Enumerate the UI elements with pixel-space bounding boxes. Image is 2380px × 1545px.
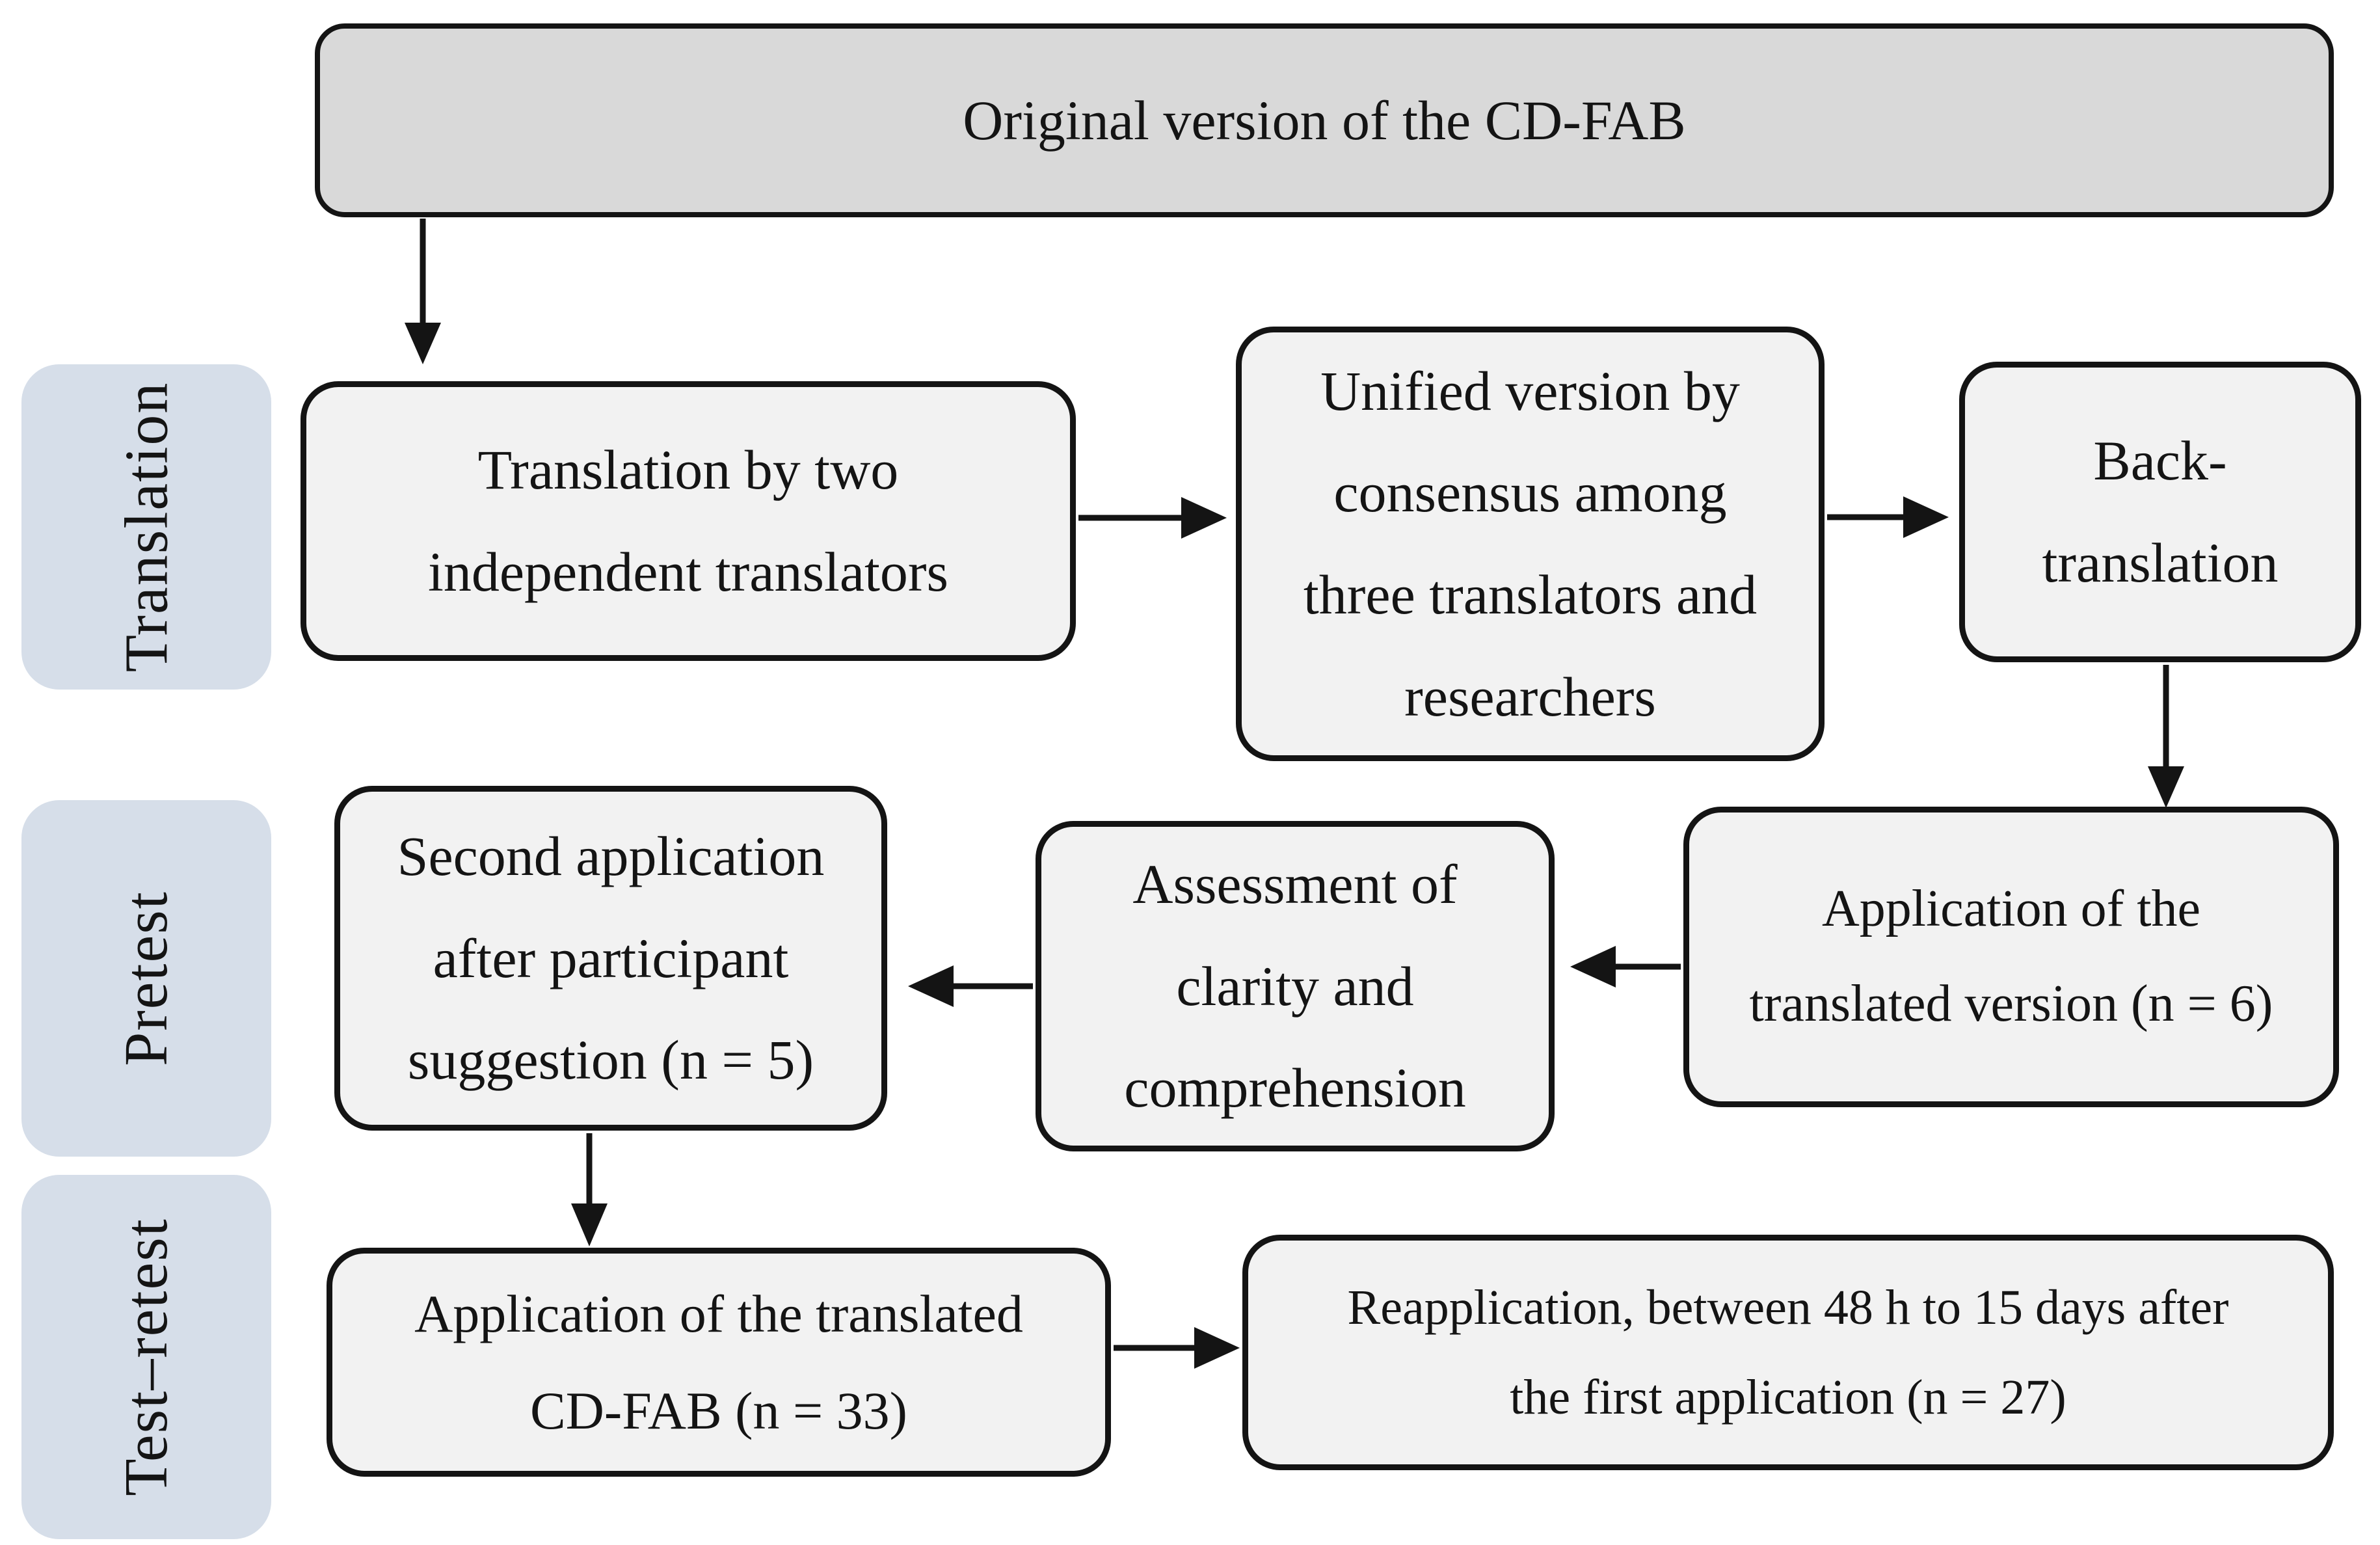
reapplication-text: Reapplication, between 48 h to 15 days a… xyxy=(1347,1280,2229,1425)
arrow-translation-to-unified xyxy=(1078,497,1227,539)
assessment-clarity-box: Assessment of clarity and comprehension xyxy=(1036,821,1555,1151)
stage-label-test-retest-text: Test–retest xyxy=(113,1218,180,1496)
application-translated-cdfab-box: Application of the translated CD-FAB (n … xyxy=(327,1248,1111,1477)
arrow-assessment-to-second-application xyxy=(908,965,1033,1007)
stage-label-pretest-text: Pretest xyxy=(113,891,180,1066)
translation-by-two-box: Translation by two independent translato… xyxy=(301,381,1076,661)
stage-label-test-retest: Test–retest xyxy=(21,1175,271,1539)
unified-version-box: Unified version by consensus among three… xyxy=(1236,327,1825,761)
application-translated-version-box: Application of the translated version (n… xyxy=(1683,807,2339,1107)
stage-label-pretest: Pretest xyxy=(21,800,271,1157)
arrow-unified-to-backtranslation xyxy=(1827,496,1949,538)
reapplication-box: Reapplication, between 48 h to 15 days a… xyxy=(1242,1235,2334,1470)
stage-label-translation: Translation xyxy=(21,364,271,690)
arrow-second-application-to-cdfab xyxy=(571,1133,608,1246)
original-version-label: Original version of the CD-FAB xyxy=(963,88,1686,152)
unified-version-text: Unified version by consensus among three… xyxy=(1303,359,1758,728)
translation-by-two-text: Translation by two independent translato… xyxy=(427,438,949,603)
arrow-application-to-assessment xyxy=(1570,946,1681,987)
application-translated-version-text: Application of the translated version (n… xyxy=(1749,880,2273,1032)
back-translation-box: Back- translation xyxy=(1959,362,2361,662)
arrow-cdfab-to-reapplication xyxy=(1114,1327,1240,1369)
application-translated-cdfab-text: Application of the translated CD-FAB (n … xyxy=(414,1283,1023,1440)
arrow-backtranslation-to-application xyxy=(2148,665,2184,808)
back-translation-text: Back- translation xyxy=(2042,429,2279,594)
original-version-box: Original version of the CD-FAB xyxy=(315,23,2334,217)
arrow-original-to-translation xyxy=(405,219,441,364)
assessment-clarity-text: Assessment of clarity and comprehension xyxy=(1124,853,1466,1120)
second-application-text: Second application after participant sug… xyxy=(397,825,825,1092)
stage-label-translation-text: Translation xyxy=(113,381,181,673)
second-application-box: Second application after participant sug… xyxy=(334,786,887,1131)
